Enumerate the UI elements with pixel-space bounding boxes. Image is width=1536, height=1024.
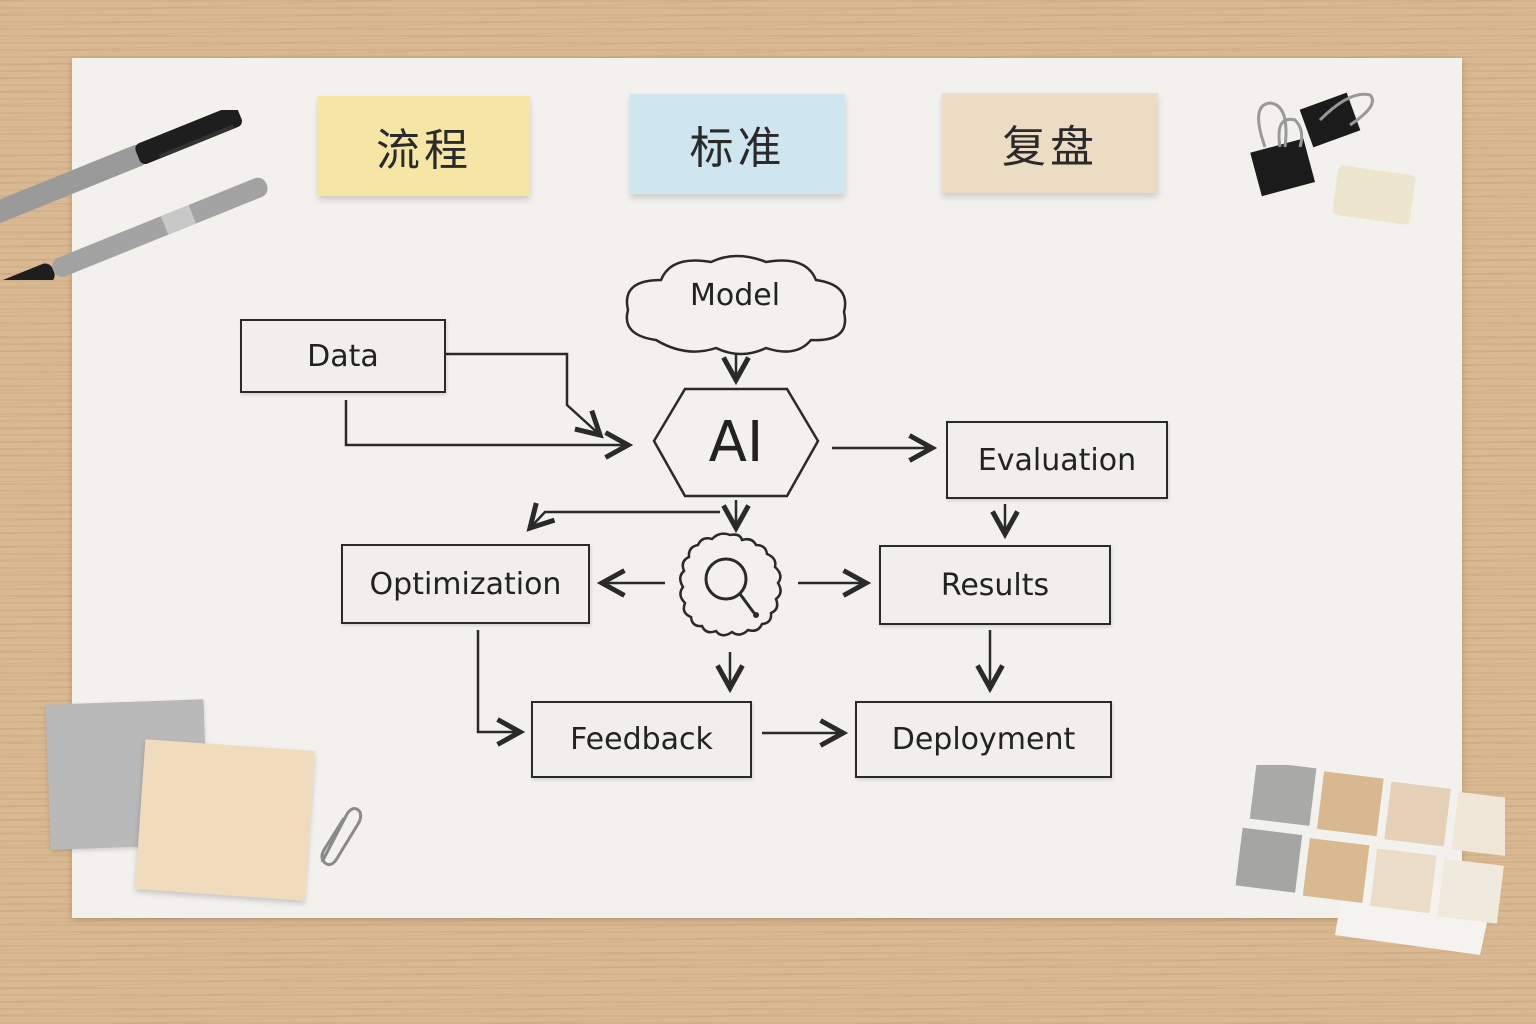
node-ai: AI (708, 410, 764, 475)
beige-paper-swatch (134, 739, 316, 901)
node-evaluation: Evaluation (946, 421, 1168, 499)
node-feedback-label: Feedback (570, 722, 713, 757)
gear-magnifier-icon (679, 532, 782, 637)
node-feedback: Feedback (531, 701, 752, 778)
model-cloud-shape (625, 254, 847, 356)
sticky-note-standard: 标准 (630, 94, 845, 194)
node-data: Data (240, 319, 446, 393)
node-results-label: Results (940, 567, 1050, 603)
node-data-label: Data (307, 338, 379, 374)
node-results: Results (879, 545, 1111, 625)
color-swatch-card (1235, 765, 1505, 955)
node-optimization: Optimization (341, 544, 590, 624)
paperclip-icon (320, 807, 363, 867)
ai-hexagon-shape (652, 387, 820, 498)
pens (0, 110, 268, 280)
node-optimization-label: Optimization (369, 566, 562, 602)
node-model: Model (689, 278, 781, 313)
node-deployment: Deployment (855, 701, 1112, 778)
sticky-note-review: 复盘 (942, 93, 1158, 193)
node-evaluation-label: Evaluation (977, 442, 1137, 478)
binder-clips (1250, 92, 1416, 225)
node-deployment-label: Deployment (891, 722, 1076, 757)
sticky-note-process: 流程 (318, 96, 530, 196)
